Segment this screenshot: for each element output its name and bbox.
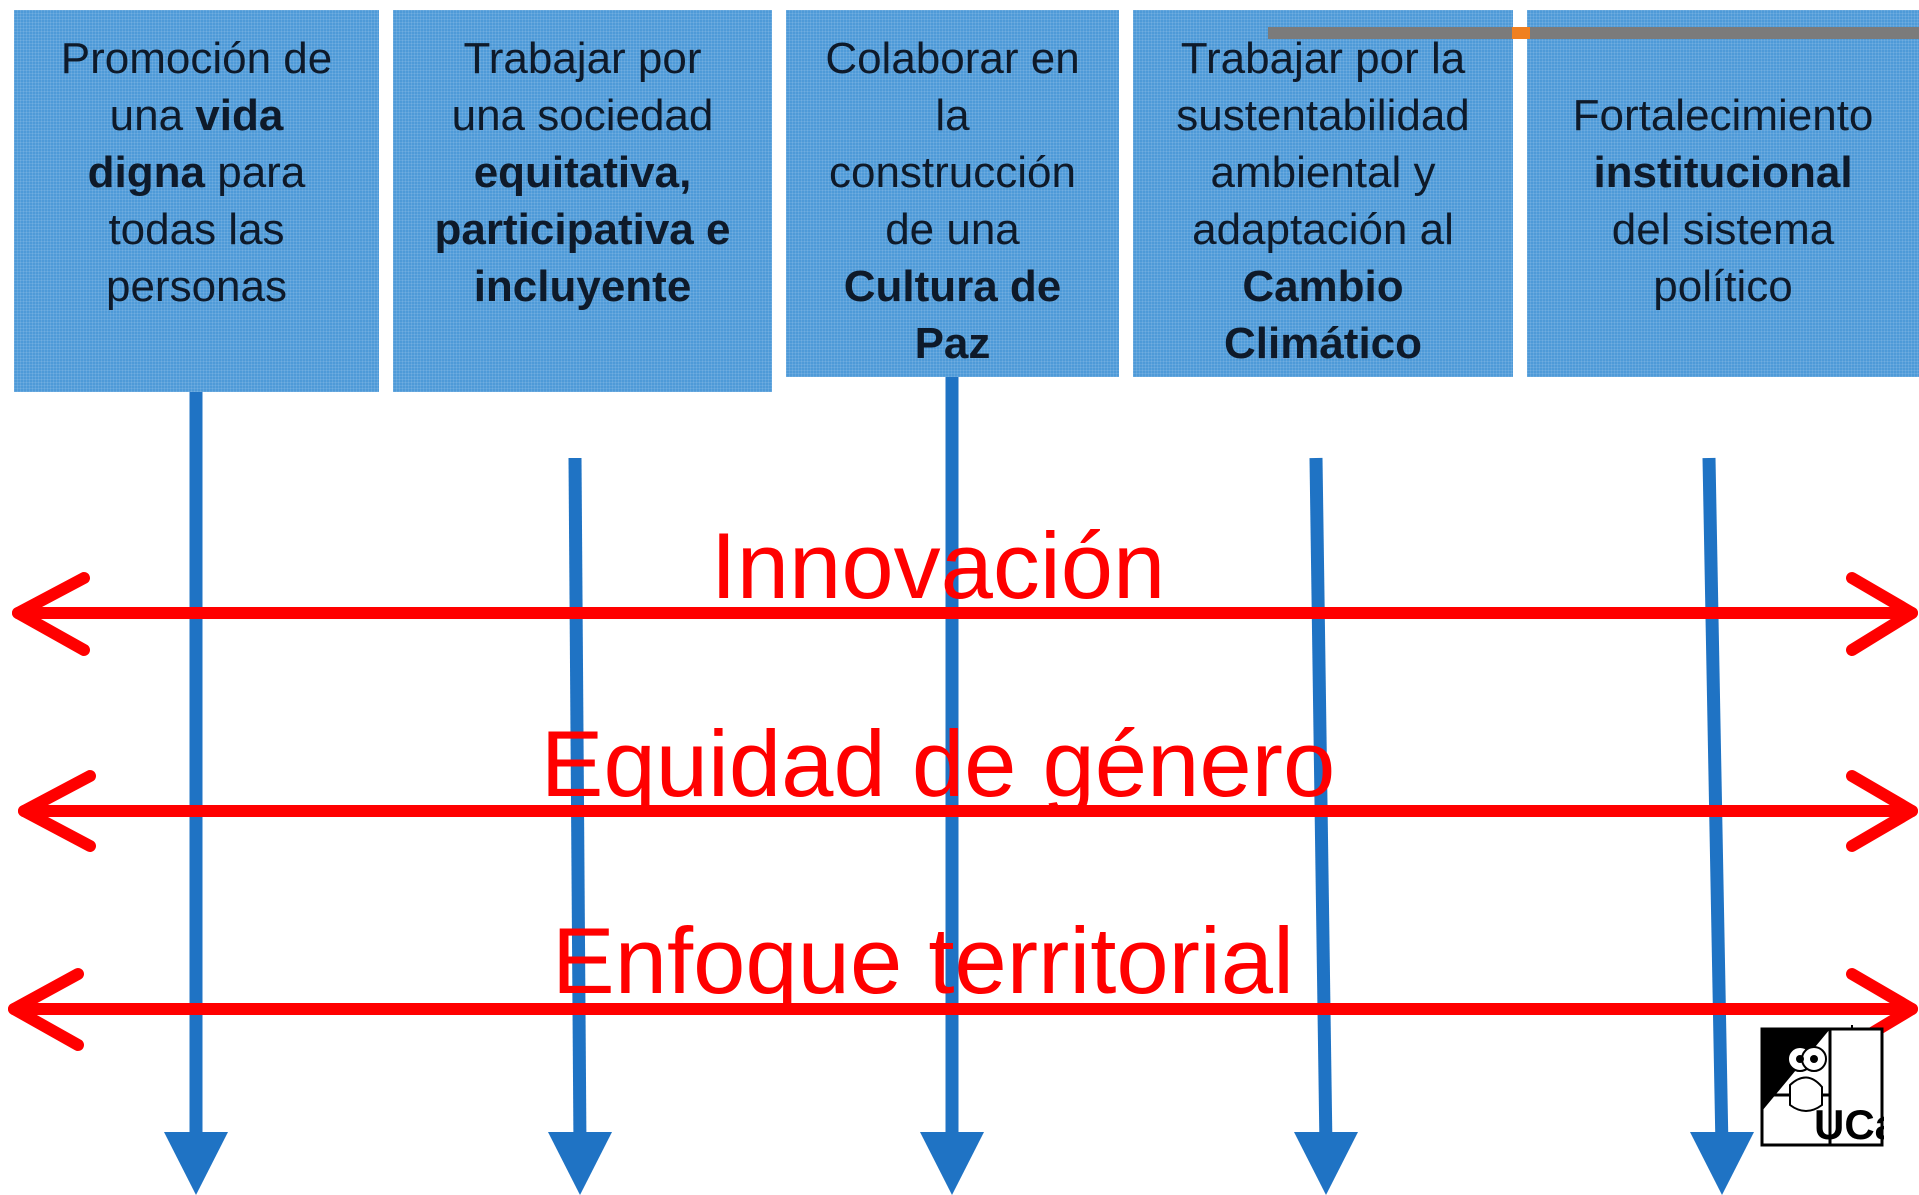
pillar-box-vida-digna: Promoción de una vida digna para todas las p…	[14, 10, 379, 392]
pillar-text-segment: Promoción de	[60, 34, 333, 83]
pillar-text-segment: todas las	[108, 205, 285, 254]
pillar-text-segment: adaptación al	[1192, 205, 1454, 254]
pillar-text-segment: participativa e	[434, 205, 731, 254]
horizontal-arrow-equidad	[18, 770, 1918, 852]
horizontal-arrow-innovacion	[12, 572, 1918, 656]
theme-label-innovacion: Innovación	[710, 513, 1166, 618]
pillar-text-segment: Cultura de	[843, 262, 1062, 311]
pillar-text-segment: de una	[885, 205, 1020, 254]
horizontal-arrows	[8, 572, 1918, 1051]
pillar-text: Promoción de una vida digna para todas las p…	[61, 30, 332, 315]
pillar-text-segment: una	[109, 91, 196, 140]
pillar-box-cambio-climatico: Trabajar por la sustentabilidad ambiental …	[1133, 10, 1513, 377]
vertical-arrow-1	[164, 392, 228, 1195]
pillar-box-sociedad-equitativa: Trabajar por una sociedad equitativa, parti…	[393, 10, 772, 392]
pillar-text-segment: construcción	[828, 148, 1076, 197]
vertical-arrow-5	[1690, 457, 1754, 1195]
pillar-text-segment: para	[205, 148, 306, 197]
theme-label-territorial: Enfoque territorial	[552, 908, 1294, 1013]
pillar-text-segment: sustentabilidad	[1176, 91, 1470, 140]
pillar-text: Trabajar por una sociedad equitativa, parti…	[435, 30, 731, 315]
pillar-text-segment: del sistema	[1611, 205, 1835, 254]
pillar-text-segment: Fortalecimiento	[1572, 91, 1874, 140]
pillar-text-segment: la	[935, 91, 970, 140]
pillar-text-segment: Paz	[914, 319, 991, 368]
uca-owl-logo-icon: UCa	[1760, 1025, 1884, 1148]
pillar-text-segment: equitativa,	[473, 148, 692, 197]
pillar-text-segment: una sociedad	[451, 91, 714, 140]
pillar-text-segment: Cambio	[1242, 262, 1404, 311]
pillar-text: Trabajar por la sustentabilidad ambiental …	[1176, 30, 1470, 372]
pillar-text-segment: ambiental y	[1210, 148, 1436, 197]
vertical-arrow-2	[548, 457, 612, 1195]
pillar-text-segment: vida	[195, 91, 284, 140]
vertical-arrows	[164, 377, 1754, 1195]
top-accent-marker	[1512, 27, 1530, 39]
pillar-text-segment: político	[1653, 262, 1793, 311]
pillar-text-segment: Trabajar por	[463, 34, 702, 83]
pillar-text-segment: institucional	[1593, 148, 1853, 197]
pillar-text: Fortalecimiento institucional del sistema p…	[1573, 87, 1874, 315]
pillar-text-segment: Trabajar por la	[1180, 34, 1466, 83]
pillar-text-segment: Climático	[1223, 319, 1423, 368]
top-accent-bar	[1268, 27, 1919, 39]
pillar-text-segment: Colaborar en	[825, 34, 1080, 83]
logo-text: UCa	[1814, 1101, 1884, 1148]
theme-label-equidad: Equidad de género	[540, 711, 1336, 816]
pillar-text-segment: digna	[87, 148, 205, 197]
pillar-box-fortalecimiento-institucional: Fortalecimiento institucional del sistema p…	[1527, 10, 1919, 377]
vertical-arrow-4	[1294, 457, 1358, 1195]
pillar-text-segment: personas	[105, 262, 287, 311]
pillar-text-segment: incluyente	[473, 262, 692, 311]
vertical-arrow-3	[920, 377, 984, 1195]
